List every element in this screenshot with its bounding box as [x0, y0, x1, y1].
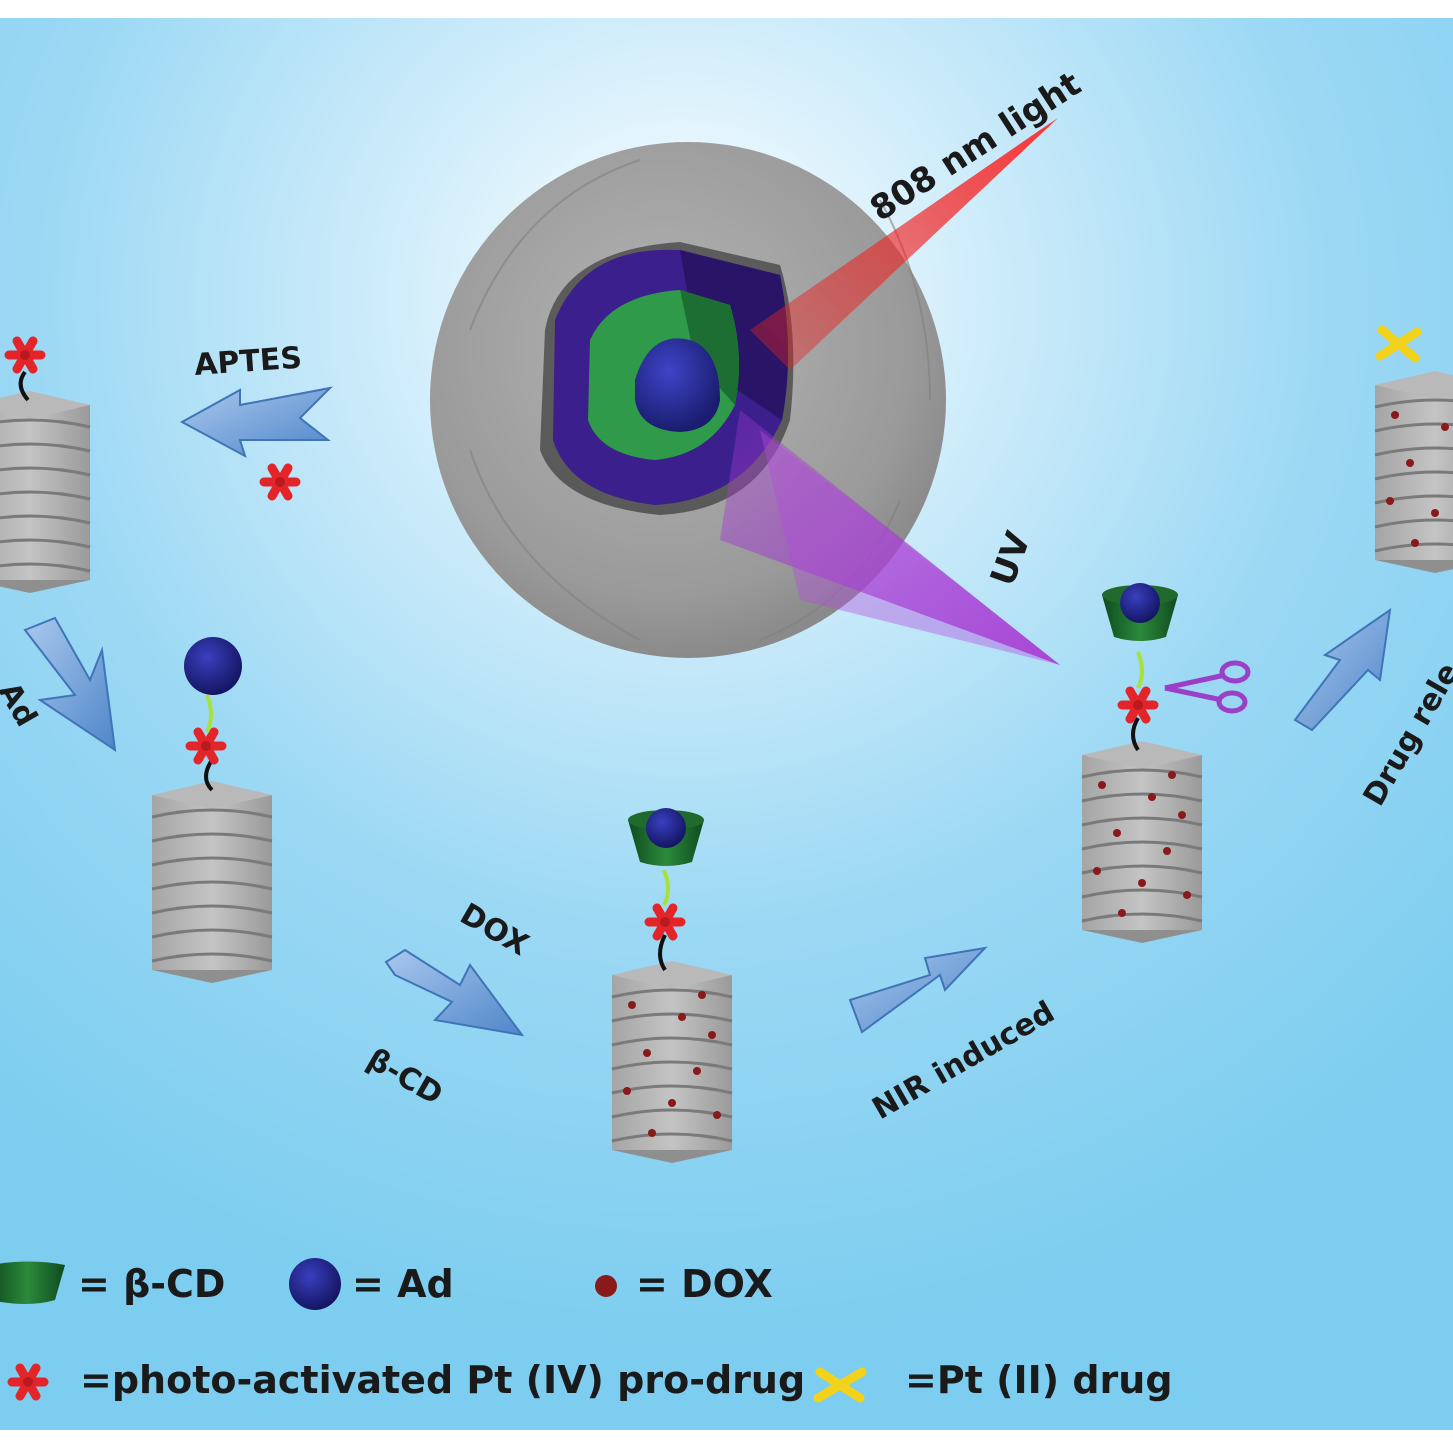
pt-ii-cross-icon	[1375, 325, 1422, 363]
stack-with-ad	[150, 637, 274, 985]
beta-cd-cup-icon	[1102, 583, 1178, 641]
label-aptes: APTES	[193, 341, 303, 383]
legend-pt-ii: =Pt (II) drug	[813, 1358, 1173, 1403]
svg-text:=Pt (II) drug: =Pt (II) drug	[905, 1358, 1173, 1402]
legend-dox: = DOX	[595, 1262, 773, 1306]
stack-dox-capped	[610, 808, 734, 1165]
ad-sphere-icon	[289, 1258, 341, 1310]
nir-beam	[750, 118, 1058, 370]
legend-pt-iv: =photo-activated Pt (IV) pro-drug	[12, 1358, 805, 1402]
scissors-icon	[1164, 660, 1251, 714]
nir-arrow	[848, 946, 988, 1034]
aptes-arrow	[179, 386, 333, 459]
dox-arrow	[384, 948, 525, 1037]
ad-sphere	[184, 637, 242, 695]
stack-cleavage	[1080, 583, 1251, 945]
stack-left-partial	[0, 341, 92, 595]
pt-ii-cross-icon	[813, 1367, 867, 1403]
svg-text:= DOX: = DOX	[636, 1262, 773, 1306]
dox-dot-icon	[595, 1275, 617, 1297]
svg-text:=photo-activated Pt (IV) pro-d: =photo-activated Pt (IV) pro-drug	[80, 1358, 805, 1402]
uv-beam	[720, 410, 1060, 665]
svg-text:= β-CD: = β-CD	[78, 1262, 225, 1306]
ad-arrow	[23, 616, 117, 753]
core-sphere	[635, 338, 720, 432]
legend: = β-CD = Ad = DOX =photo-activated Pt (I…	[0, 1258, 1173, 1403]
svg-text:= Ad: = Ad	[352, 1262, 454, 1306]
legend-beta-cd: = β-CD	[0, 1261, 225, 1306]
release-arrow	[1293, 607, 1392, 732]
beta-cd-cup-icon	[628, 808, 704, 866]
stack-right-partial	[1373, 325, 1453, 575]
legend-ad: = Ad	[289, 1258, 454, 1310]
